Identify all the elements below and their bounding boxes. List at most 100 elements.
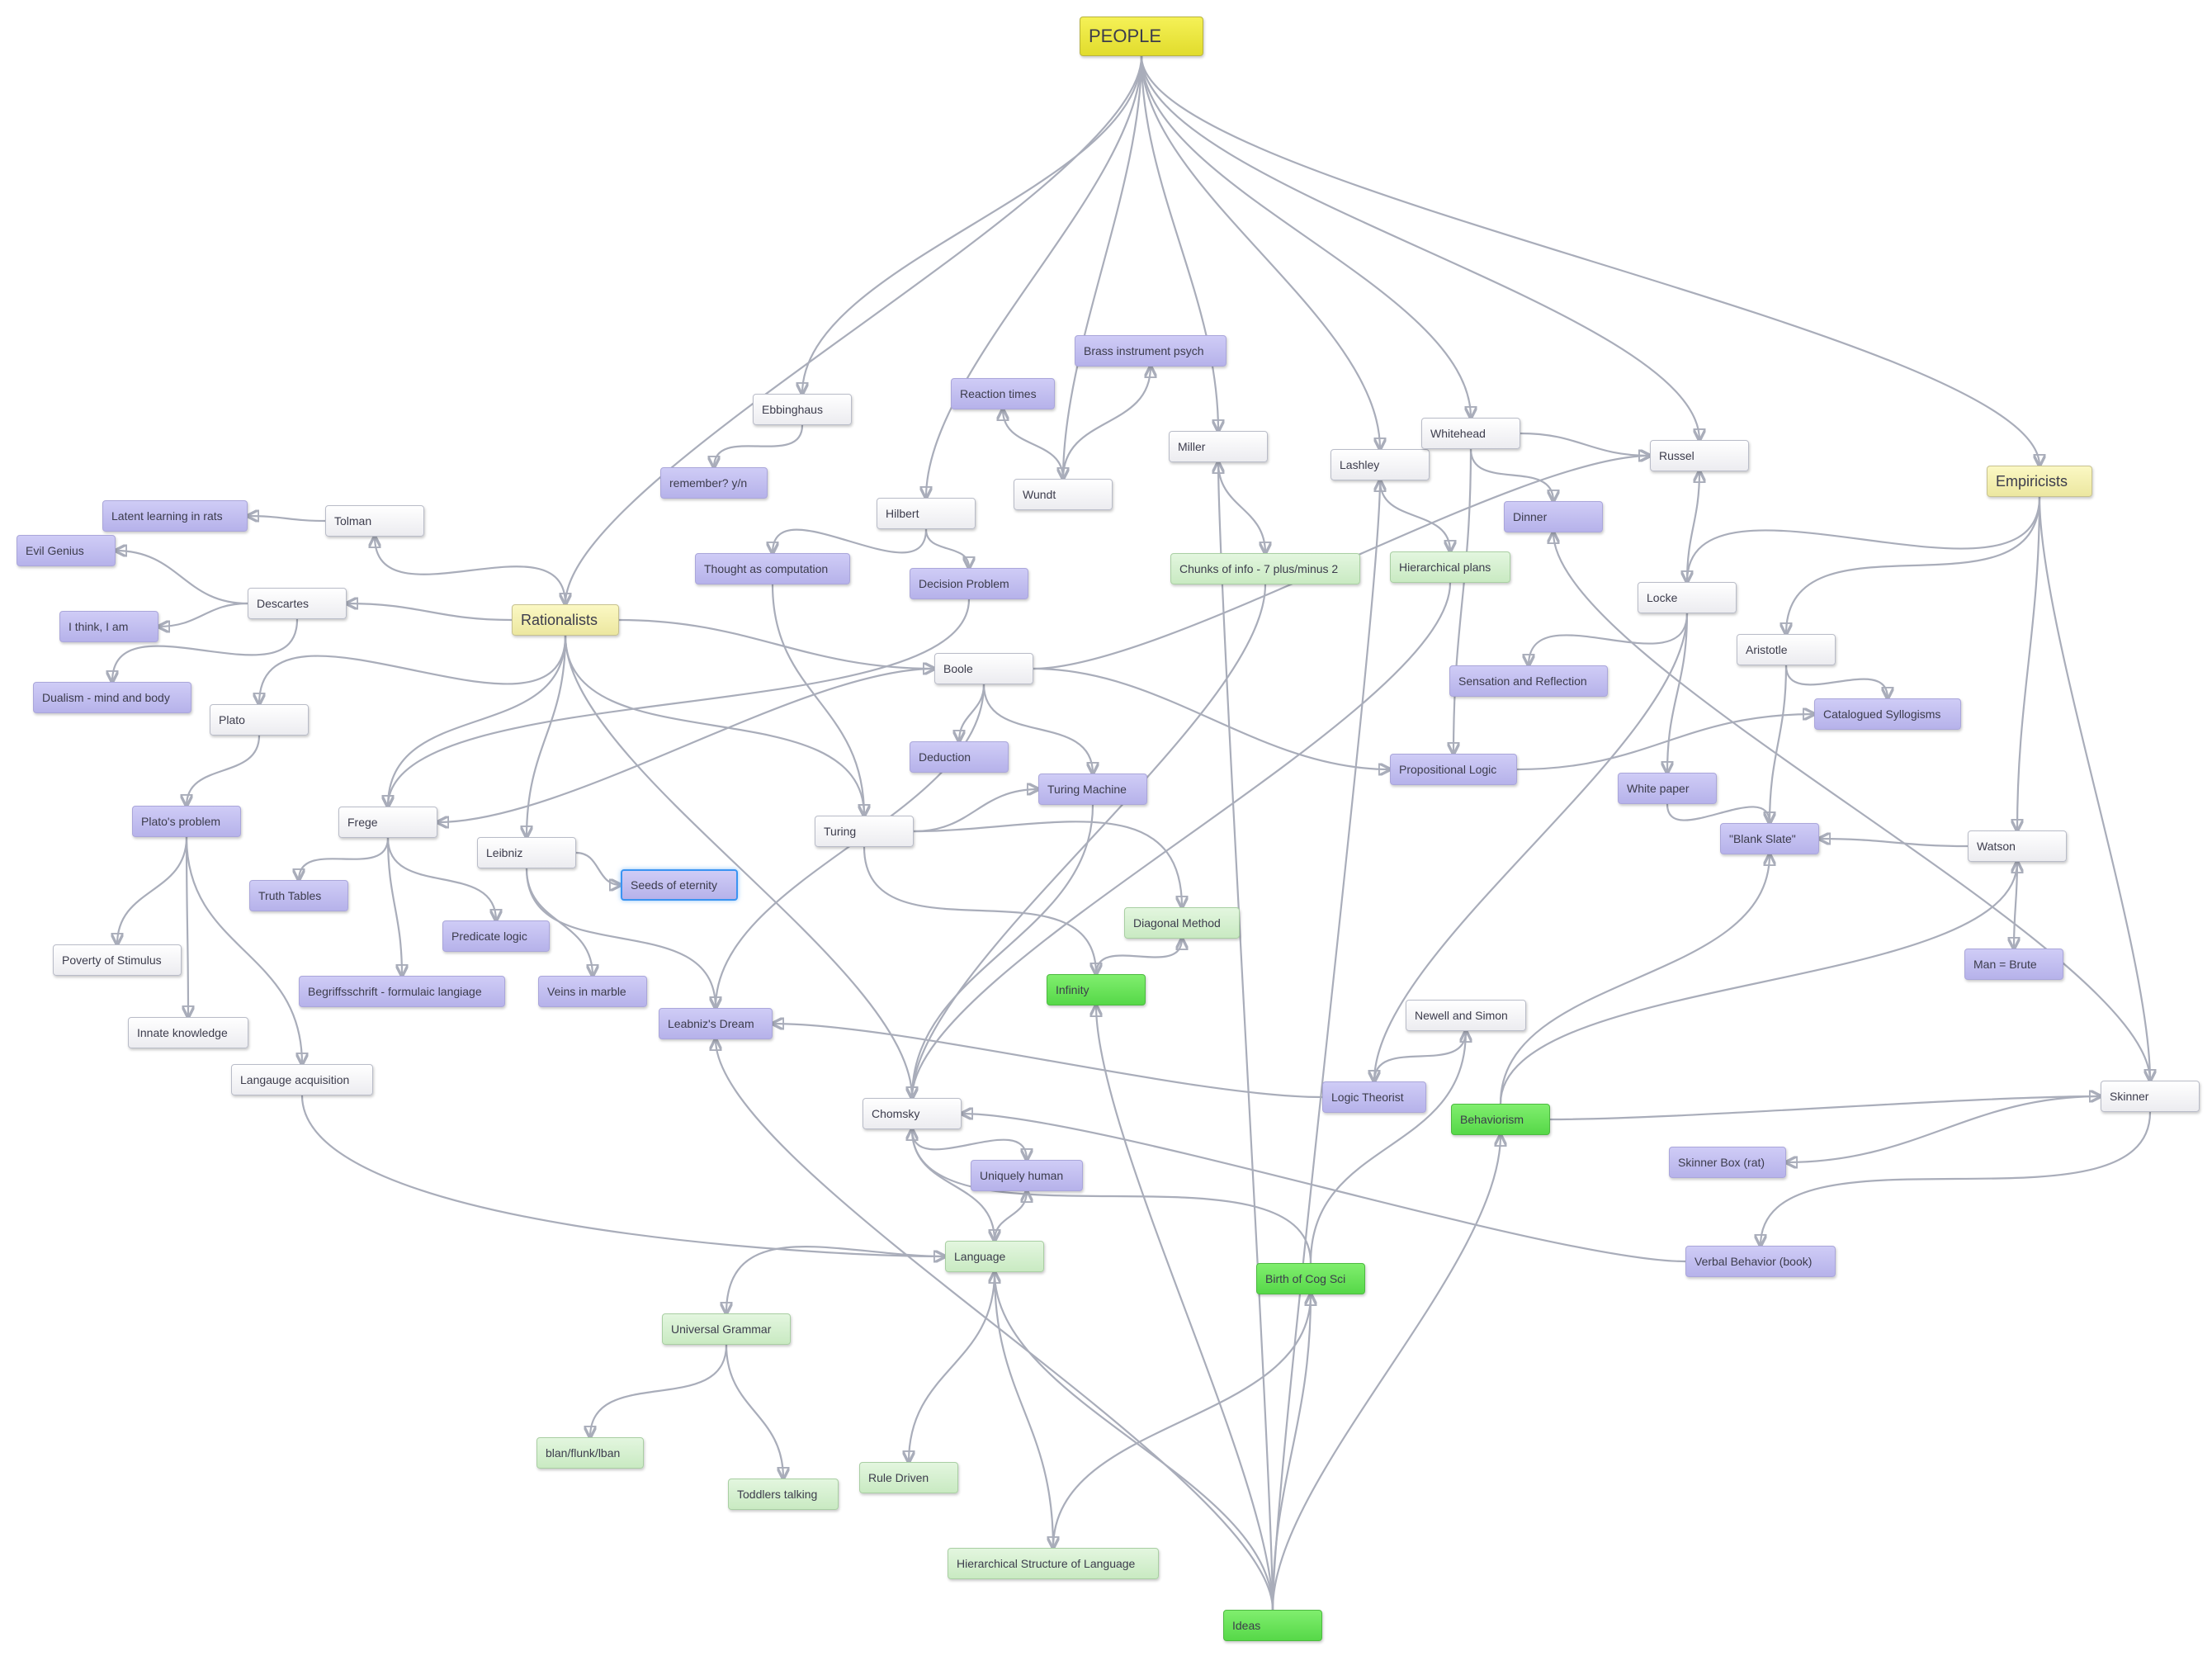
edge-whitehead-to-dinner: [1469, 448, 1553, 501]
node-sensation[interactable]: Sensation and Reflection: [1449, 665, 1608, 697]
node-truth[interactable]: Truth Tables: [249, 880, 348, 911]
edge-aristotle-to-blankslate: [1770, 665, 1788, 823]
node-chomsky[interactable]: Chomsky: [863, 1098, 962, 1129]
node-infinity[interactable]: Infinity: [1047, 974, 1146, 1005]
node-ug[interactable]: Universal Grammar: [662, 1313, 791, 1345]
node-brass[interactable]: Brass instrument psych: [1075, 335, 1227, 367]
node-boole[interactable]: Boole: [934, 653, 1033, 684]
edge-rationalists-to-tolman: [375, 537, 567, 605]
node-hstruct[interactable]: Hierarchical Structure of Language: [948, 1548, 1159, 1579]
node-proplogic[interactable]: Propositional Logic: [1390, 754, 1517, 785]
node-wundt[interactable]: Wundt: [1014, 479, 1113, 510]
node-aristotle[interactable]: Aristotle: [1737, 634, 1836, 665]
node-skinnerbox[interactable]: Skinner Box (rat): [1669, 1147, 1786, 1178]
edge-chunks-to-chomsky: [912, 584, 1267, 1098]
node-rationalists[interactable]: Rationalists: [512, 604, 619, 636]
node-manbrute[interactable]: Man = Brute: [1964, 949, 2063, 980]
node-toddlers[interactable]: Toddlers talking: [728, 1479, 839, 1510]
node-hplans[interactable]: Hierarchical plans: [1390, 551, 1510, 583]
node-ideas[interactable]: Ideas: [1223, 1610, 1322, 1641]
edge-language-to-hstruct: [993, 1271, 1053, 1548]
edge-locke-to-russel: [1685, 471, 1699, 583]
edge-rationalists-to-frege: [388, 635, 567, 807]
node-decision[interactable]: Decision Problem: [910, 568, 1028, 599]
node-watson[interactable]: Watson: [1968, 830, 2067, 862]
node-predicate[interactable]: Predicate logic: [442, 920, 550, 952]
node-reaction[interactable]: Reaction times: [951, 378, 1055, 409]
node-latent[interactable]: Latent learning in rats: [102, 500, 248, 532]
node-newell[interactable]: Newell and Simon: [1406, 1000, 1526, 1031]
node-begriff[interactable]: Begriffsschrift - formulaic langiage: [299, 976, 505, 1007]
edge-rationalists-to-chomsky: [564, 635, 912, 1098]
edge-people-to-lashley: [1140, 55, 1380, 449]
edge-wundt-to-brass: [1061, 367, 1151, 480]
node-rule[interactable]: Rule Driven: [859, 1462, 958, 1493]
edge-decision-to-frege: [388, 599, 971, 807]
edge-ideas-to-infinity: [1096, 1005, 1274, 1611]
node-innate[interactable]: Innate knowledge: [128, 1017, 248, 1048]
edge-locke-to-sensation: [1529, 613, 1689, 665]
node-skinner[interactable]: Skinner: [2101, 1081, 2200, 1112]
node-uniquely[interactable]: Uniquely human: [971, 1160, 1083, 1191]
edge-language-to-rule: [909, 1271, 996, 1462]
edge-language-to-uniquely: [993, 1191, 1027, 1242]
edge-boole-to-frege: [437, 667, 935, 822]
node-dinner[interactable]: Dinner: [1504, 501, 1603, 532]
edge-infinity-to-diagonal: [1094, 939, 1182, 975]
node-blankslate[interactable]: "Blank Slate": [1720, 823, 1819, 854]
node-blan[interactable]: blan/flunk/lban: [536, 1437, 644, 1469]
node-veins[interactable]: Veins in marble: [538, 976, 647, 1007]
node-turingmachine[interactable]: Turing Machine: [1038, 774, 1147, 805]
node-plato[interactable]: Plato: [210, 704, 309, 736]
node-deduction[interactable]: Deduction: [910, 741, 1009, 773]
node-descartes[interactable]: Descartes: [248, 588, 347, 619]
node-russel[interactable]: Russel: [1650, 440, 1749, 471]
node-ithink[interactable]: I think, I am: [59, 611, 158, 642]
edge-ug-to-blan: [590, 1344, 728, 1437]
node-whitehead[interactable]: Whitehead: [1421, 418, 1520, 449]
edge-aristotle-to-syllogisms: [1784, 665, 1888, 698]
node-miller[interactable]: Miller: [1169, 431, 1268, 462]
edge-people-to-rationalists: [565, 55, 1143, 604]
edge-ideas-to-leibnizdream: [716, 1039, 1274, 1611]
node-dualism[interactable]: Dualism - mind and body: [33, 682, 191, 713]
edge-rationalists-to-boole: [618, 618, 934, 669]
edge-ug-to-toddlers: [725, 1344, 783, 1479]
node-turing[interactable]: Turing: [815, 816, 914, 847]
edge-people-to-miller: [1140, 55, 1218, 431]
node-remember[interactable]: remember? y/n: [660, 467, 768, 499]
node-leibniz[interactable]: Leibniz: [477, 837, 576, 868]
node-evil[interactable]: Evil Genius: [17, 535, 116, 566]
edge-behaviorism-to-watson: [1499, 862, 2017, 1105]
node-seeds[interactable]: Seeds of eternity: [621, 869, 738, 901]
node-verbal[interactable]: Verbal Behavior (book): [1685, 1246, 1836, 1277]
node-ebbinghaus[interactable]: Ebbinghaus: [753, 394, 852, 425]
node-chunks[interactable]: Chunks of info - 7 plus/minus 2: [1170, 553, 1360, 584]
node-whitepaper[interactable]: White paper: [1618, 773, 1717, 804]
node-birth[interactable]: Birth of Cog Sci: [1256, 1263, 1365, 1294]
node-thought[interactable]: Thought as computation: [695, 553, 850, 584]
node-tolman[interactable]: Tolman: [325, 505, 424, 537]
edge-descartes-to-evil: [116, 551, 248, 605]
edge-lashley-to-hplans: [1378, 480, 1450, 551]
node-diagonal[interactable]: Diagonal Method: [1124, 907, 1240, 939]
edge-people-to-empiricists: [1140, 55, 2039, 466]
edge-locke-to-whitepaper: [1667, 613, 1689, 773]
node-empiricists[interactable]: Empiricists: [1987, 466, 2092, 497]
node-logictheorist[interactable]: Logic Theorist: [1322, 1081, 1426, 1113]
node-platosproblem[interactable]: Plato's problem: [132, 806, 241, 837]
node-langacq[interactable]: Langauge acquisition: [231, 1064, 373, 1095]
node-people[interactable]: PEOPLE: [1080, 17, 1203, 56]
edge-newell-to-logictheorist: [1374, 1030, 1468, 1081]
edge-empiricists-to-watson: [2017, 496, 2041, 830]
node-leibnizdream[interactable]: Leabniz's Dream: [659, 1008, 773, 1039]
node-lashley[interactable]: Lashley: [1331, 449, 1430, 480]
node-hilbert[interactable]: Hilbert: [877, 498, 976, 529]
node-poverty[interactable]: Poverty of Stimulus: [53, 944, 182, 976]
node-language[interactable]: Language: [945, 1241, 1044, 1272]
edge-rationalists-to-plato: [259, 635, 567, 704]
node-syllogisms[interactable]: Catalogued Syllogisms: [1814, 698, 1961, 730]
node-locke[interactable]: Locke: [1638, 582, 1737, 613]
node-frege[interactable]: Frege: [338, 807, 437, 838]
node-behaviorism[interactable]: Behaviorism: [1451, 1104, 1550, 1135]
